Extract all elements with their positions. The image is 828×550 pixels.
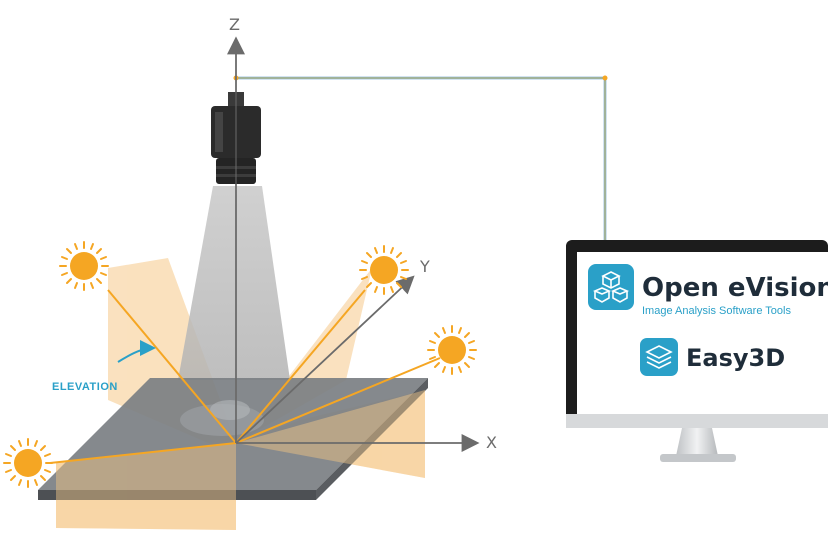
light-rays xyxy=(49,289,441,464)
layers-icon xyxy=(640,338,678,376)
elevation-label: ELEVATION xyxy=(52,381,118,393)
x-axis-label: X xyxy=(486,433,497,452)
y-axis xyxy=(235,275,415,444)
sun-icon xyxy=(3,438,53,488)
elevation-arc xyxy=(117,340,156,363)
software-title: Open eVision xyxy=(642,273,828,303)
z-axis-label: Z xyxy=(229,15,240,34)
cube-cluster-icon xyxy=(588,264,634,310)
inspection-plate xyxy=(38,378,428,500)
sun-icon xyxy=(359,245,409,295)
sun-icon xyxy=(427,325,477,375)
product-name: Easy3D xyxy=(686,344,785,372)
sun-icon xyxy=(59,241,109,291)
light-planes-front xyxy=(56,390,425,530)
camera-light-cone xyxy=(178,186,290,380)
camera-cable xyxy=(233,75,608,240)
software-subtitle: Image Analysis Software Tools xyxy=(642,305,791,317)
camera-icon xyxy=(211,92,261,186)
y-axis-label: Y xyxy=(419,257,430,276)
